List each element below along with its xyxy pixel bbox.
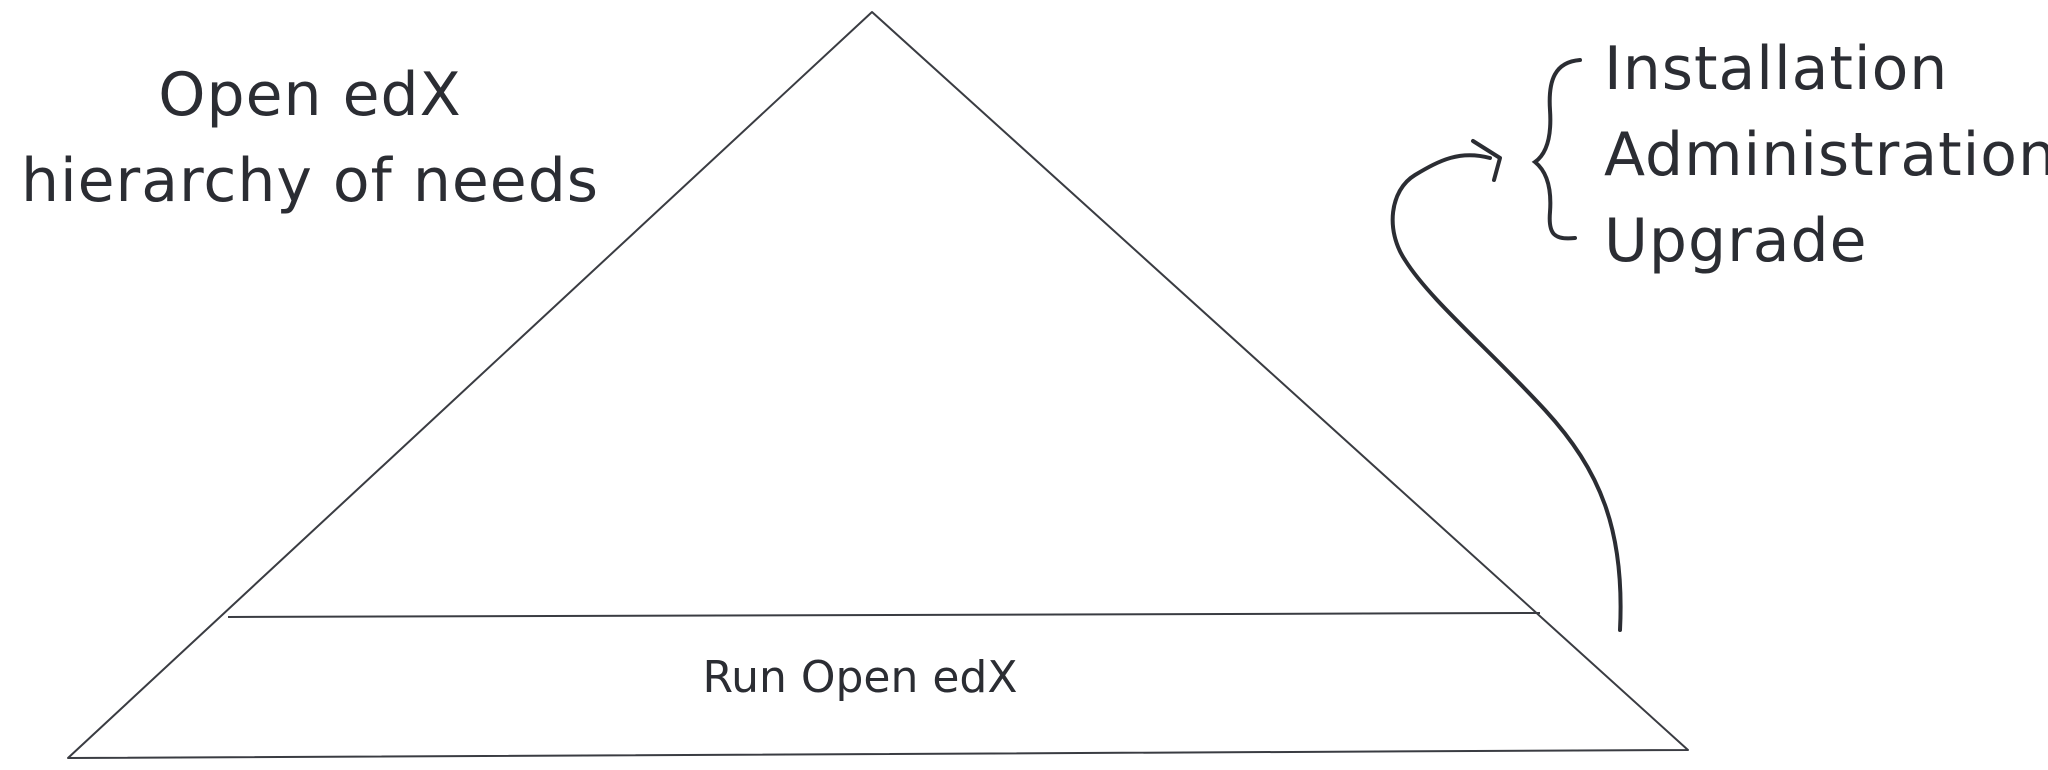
- title-line-1: Open edX: [158, 60, 462, 130]
- pyramid-base-label: Run Open edX: [702, 652, 1018, 703]
- pyramid-layer-divider: [227, 612, 1541, 618]
- pyramid-outline: [67, 11, 1689, 759]
- arrow-head: [1471, 139, 1502, 182]
- annotation-item-upgrade: Upgrade: [1604, 206, 1868, 276]
- annotation-item-installation: Installation: [1604, 34, 1949, 104]
- curly-brace: [1531, 58, 1582, 241]
- curved-arrow: [1390, 153, 1623, 632]
- annotation-item-administration: Administration: [1604, 120, 2048, 190]
- annotation-list: Installation Administration Upgrade: [1604, 26, 2048, 284]
- title-line-2: hierarchy of needs: [20, 146, 600, 216]
- diagram-title: Open edX hierarchy of needs: [0, 52, 620, 224]
